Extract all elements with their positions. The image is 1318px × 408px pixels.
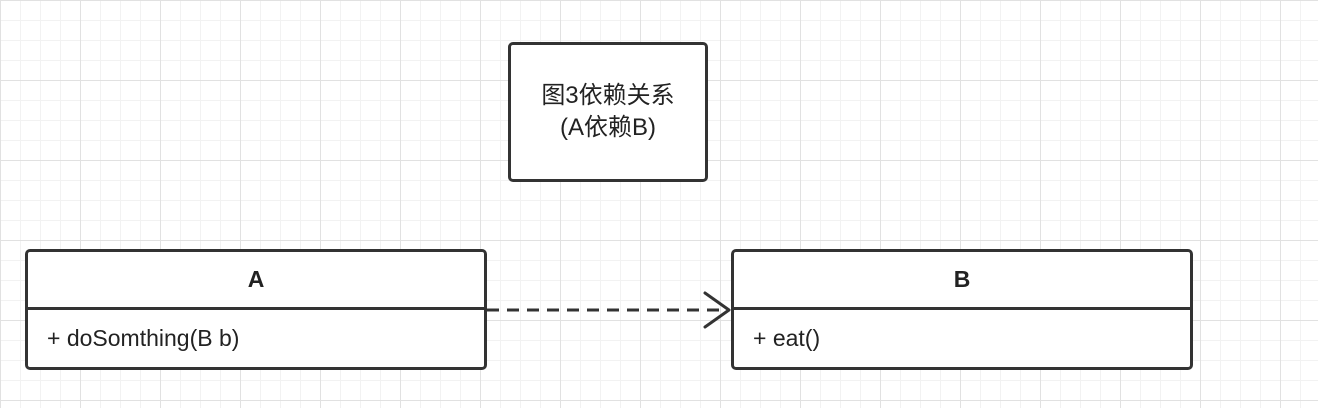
class-a-method: + doSomthing(B b) [47,325,240,351]
caption-title: 图3依赖关系 [541,82,675,109]
class-box-b[interactable]: B + eat() [731,249,1193,370]
open-arrowhead-icon [703,291,731,329]
caption-subtitle: (A依赖B) [560,114,656,141]
diagram-caption-note[interactable]: 图3依赖关系 (A依赖B) [508,42,708,182]
class-box-a[interactable]: A + doSomthing(B b) [25,249,487,370]
class-b-name: B [734,252,1190,310]
class-a-name: A [28,252,484,310]
class-b-method: + eat() [753,325,821,351]
